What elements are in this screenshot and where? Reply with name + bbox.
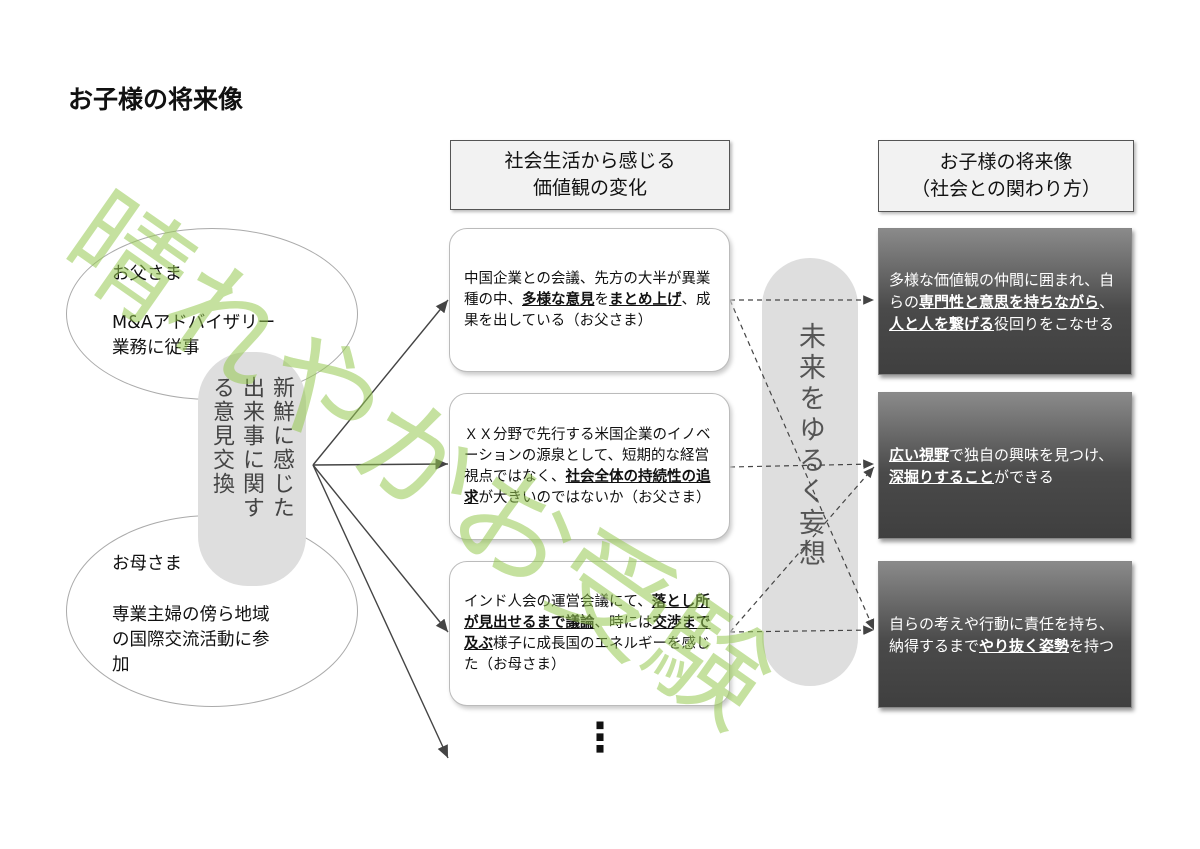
outcome-box-1: 多様な価値観の仲間に囲まれ、自らの専門性と意思を持ちながら、人と人を繋げる役回り… [878,228,1132,375]
outcome-box-2-part: で独自の興味を見つけ、 [949,445,1114,464]
outcome-box-2-text: 広い視野で独自の興味を見つけ、深掘りすることができる [889,444,1121,488]
outcome-box-2: 広い視野で独自の興味を見つけ、深掘りすることができる [878,392,1132,539]
value-card-2: ＸＸ分野で先行する米国企業のイノベーションの源泉として、短期的な経営視点ではなく… [449,393,730,540]
value-card-1-part: 多様な意見 [522,291,595,308]
exchange-text: 新鮮に感じた 出来事に関す る意見交換 [206,376,296,576]
dash-card2-out2 [729,459,875,470]
outcome-box-2-part: 深掘りすること [889,467,995,486]
more-ellipsis: ⋮ [580,715,620,761]
outcome-box-3: 自らの考えや行動に責任を持ち、納得するまでやり抜く姿勢を持つ [878,561,1132,708]
future-pill [762,258,858,686]
outcome-box-2-part: 広い視野 [889,445,950,464]
value-card-3-part: 様子に成長国のエネルギーを感じた（お母さま） [464,635,711,673]
header-value-change-line2: 価値観の変化 [532,177,647,199]
value-card-3-part: インド人会の運営会議にて、 [464,593,652,610]
value-card-2-part: 社会全体の持続性の追求 [464,468,711,506]
exchange-line1: 新鮮に感じた [269,376,294,520]
value-card-3-part: 、時には [594,614,653,631]
outcome-box-2-part: ができる [994,467,1054,486]
outcome-box-1-part: 多様な価値観の仲間に囲まれ、自らの [889,270,1115,311]
value-card-1-part: を [594,291,610,308]
mother-desc-line1: 専業主婦の傍ら地域 [112,605,270,625]
outcome-box-3-part: やり抜く姿勢 [979,636,1070,655]
arrow-to-card-3 [312,464,449,633]
outcome-box-1-text: 多様な価値観の仲間に囲まれ、自らの専門性と意思を持ちながら、人と人を繋げる役回り… [889,269,1121,335]
value-card-1-text: 中国企業との会議、先方の大半が異業種の中、多様な意見をまとめ上げ、成果を出してい… [464,269,715,332]
value-card-1-part: 、成果を出している（お父さま） [464,291,711,329]
value-card-3-text: インド人会の運営会議にて、落とし所が見出せるまで議論、時には交渉まで及ぶ様子に成… [464,592,715,676]
mother-desc-line2: の国際交流活動に参 [112,630,270,650]
header-value-change: 社会生活から感じる 価値観の変化 [450,140,730,210]
value-card-2-text: ＸＸ分野で先行する米国企業のイノベーションの源泉として、短期的な経営視点ではなく… [464,425,715,509]
value-card-3-part: 交渉まで及ぶ [464,614,711,652]
father-label: お父さま [112,264,182,284]
mother-desc-line3: 加 [112,655,130,675]
exchange-line2: 出来事に関す [239,376,264,520]
header-value-change-line1: 社会生活から感じる [504,150,676,172]
mother-label: お母さま [112,554,182,574]
arrow-to-card-1 [312,299,449,466]
outcome-box-1-part: 役回りをこなせる [994,314,1115,333]
outcome-box-3-part: 自らの考えや行動に責任を持ち、納得するまで [889,614,1115,655]
exchange-pill [198,352,306,586]
outcome-box-1-part: 人と人を繋げる [889,314,995,333]
value-card-3: インド人会の運営会議にて、落とし所が見出せるまで議論、時には交渉まで及ぶ様子に成… [449,561,730,706]
mother-desc: 専業主婦の傍ら地域 の国際交流活動に参 加 [112,603,270,678]
outcome-box-1-part: 、 [1099,292,1115,311]
value-card-3-part: 落とし所が見出せるまで議論 [464,593,710,631]
value-card-1-part: まとめ上げ [609,291,682,308]
value-card-2-part: が大きいのではないか（お父さま） [478,489,711,506]
outcome-box-3-text: 自らの考えや行動に責任を持ち、納得するまでやり抜く姿勢を持つ [889,613,1121,657]
dash-card3-out3 [729,625,875,635]
father-desc: M&Aアドバイザリー 業務に従事 [112,311,275,361]
outcome-box-1-part: 専門性と意思を持ちながら [919,292,1100,311]
dash-card3-out2 [729,466,875,633]
father-desc-line2: 業務に従事 [112,338,200,358]
page-title: お子様の将来像 [68,85,244,114]
value-card-1-part: 中国企業との会議、先方の大半が異業種の中、 [464,270,711,308]
arrow-to-card-2 [312,458,449,470]
arrow-to-more [312,464,449,759]
header-future-image: お子様の将来像 （社会との関わり方） [878,140,1134,212]
value-card-1: 中国企業との会議、先方の大半が異業種の中、多様な意見をまとめ上げ、成果を出してい… [449,228,730,372]
outcome-box-3-part: を持つ [1069,636,1115,655]
header-future-image-line1: お子様の将来像 [939,151,1073,173]
exchange-line3: る意見交換 [209,376,234,496]
header-future-image-line2: （社会との関わり方） [911,178,1101,200]
father-desc-line1: M&Aアドバイザリー [112,313,276,333]
value-card-2-part: ＸＸ分野で先行する米国企業のイノベーションの源泉として、短期的な経営視点ではなく… [464,426,711,485]
